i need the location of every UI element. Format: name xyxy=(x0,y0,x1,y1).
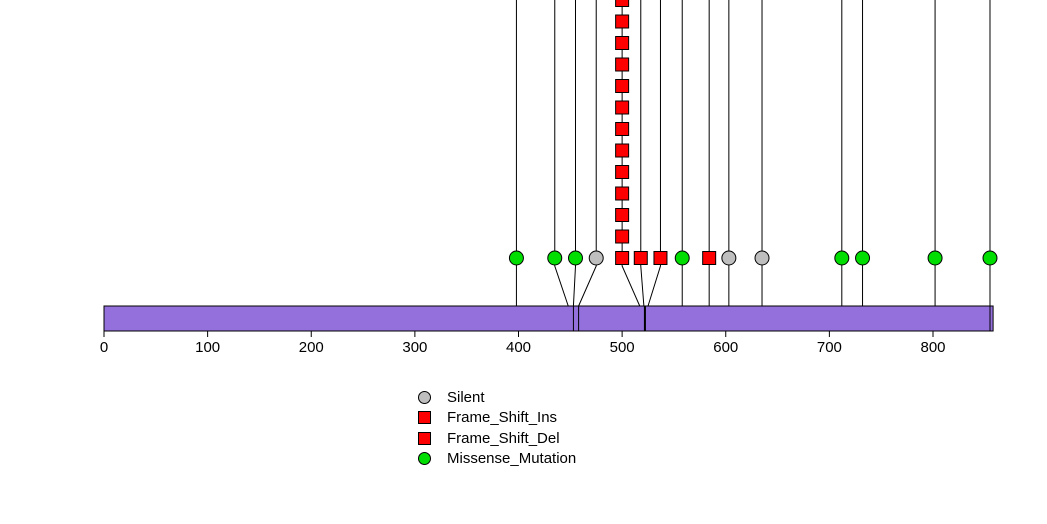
frame-shift-del-square-icon xyxy=(418,431,431,445)
mutation-marker-square xyxy=(615,0,630,7)
mutation-marker-circle xyxy=(588,250,604,266)
mutation-marker-square xyxy=(615,229,630,244)
mutation-marker-circle xyxy=(754,250,770,266)
lollipop-stick xyxy=(572,0,576,307)
legend-item: Missense_Mutation xyxy=(418,449,576,470)
silent-circle-icon xyxy=(418,390,431,404)
frame-shift-ins-square-icon xyxy=(418,411,431,425)
x-axis-tick-label: 800 xyxy=(920,339,945,356)
mutation-marker-square xyxy=(615,165,630,179)
mutation-marker-circle xyxy=(547,250,563,266)
mutation-marker-square xyxy=(615,14,630,29)
lollipop-stick xyxy=(578,0,597,307)
mutation-marker-circle xyxy=(855,250,871,266)
mutation-marker-circle xyxy=(567,250,583,266)
legend-item: Frame_Shift_Del xyxy=(418,428,576,449)
legend-item: Frame_Shift_Ins xyxy=(418,408,576,429)
mutation-marker-circle xyxy=(508,250,524,266)
mutation-marker-square xyxy=(633,251,648,265)
x-axis-tick-label: 200 xyxy=(299,339,324,356)
mutation-marker-circle xyxy=(982,250,998,266)
mutation-marker-circle xyxy=(721,250,737,266)
missense-mutation-circle-icon xyxy=(418,452,431,466)
mutation-marker-square xyxy=(615,251,630,265)
lollipop-stick xyxy=(554,0,569,307)
legend: Silent Frame_Shift_Ins Frame_Shift_Del M… xyxy=(418,387,576,469)
mutation-marker-square xyxy=(615,100,630,115)
x-axis-tick-label: 600 xyxy=(713,339,738,356)
mutation-marker-circle xyxy=(674,250,690,266)
mutation-marker-square xyxy=(615,143,630,158)
legend-label: Silent xyxy=(447,388,485,406)
mutation-marker-square xyxy=(615,57,630,72)
mutation-marker-circle xyxy=(834,250,850,266)
x-axis-tick-label: 100 xyxy=(195,339,220,356)
legend-label: Frame_Shift_Del xyxy=(447,429,560,447)
legend-item: Silent xyxy=(418,387,576,408)
mutation-marker-square xyxy=(615,208,630,222)
mutation-marker-circle xyxy=(927,250,943,266)
lollipop-stick xyxy=(647,0,661,307)
legend-label: Frame_Shift_Ins xyxy=(447,409,558,427)
mutation-marker-square xyxy=(615,36,630,50)
mutation-marker-square xyxy=(653,251,668,265)
x-axis-tick-label: 500 xyxy=(610,339,635,356)
mutation-marker-square xyxy=(702,251,717,265)
legend-label: Missense_Mutation xyxy=(447,450,577,468)
x-axis-tick-label: 700 xyxy=(817,339,842,356)
x-axis-tick-label: 400 xyxy=(506,339,531,356)
mutation-marker-square xyxy=(615,79,630,93)
x-axis-tick-label: 300 xyxy=(402,339,427,356)
mutation-marker-square xyxy=(615,122,630,136)
protein-bar xyxy=(103,305,994,332)
x-axis-tick-label: 0 xyxy=(100,339,108,356)
mutation-marker-square xyxy=(615,186,630,201)
lollipop-stick xyxy=(640,0,645,307)
